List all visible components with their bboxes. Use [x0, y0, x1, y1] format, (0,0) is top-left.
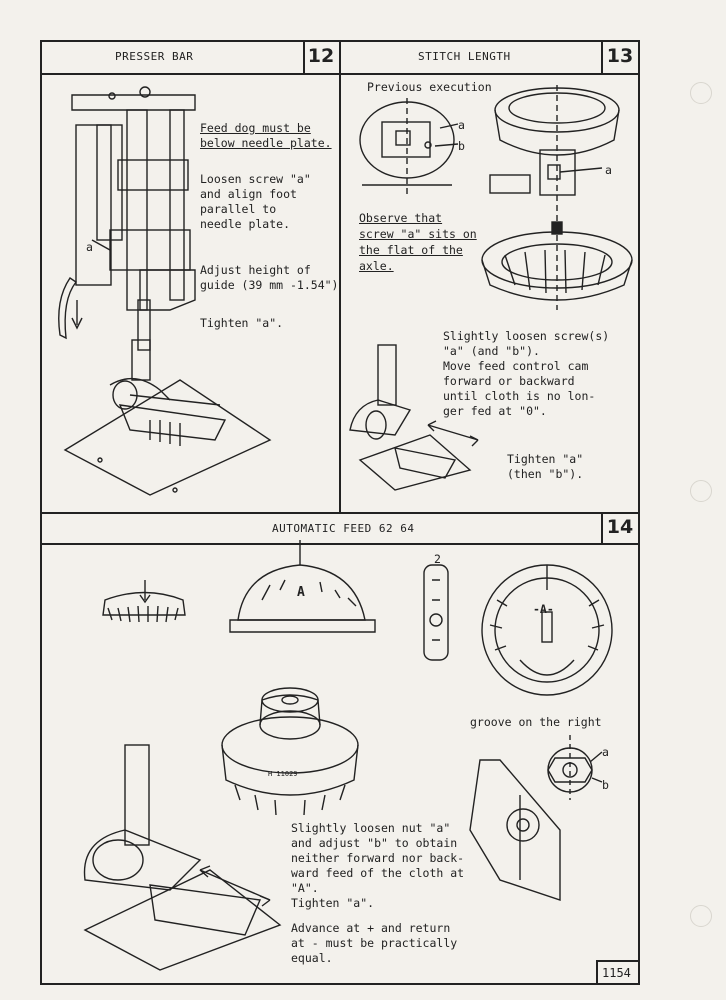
- s13-note-observe-1: Observe that: [359, 211, 443, 225]
- s12-note-adjust: Adjust height of guide (39 mm -1.54"): [200, 263, 339, 292]
- s13-label-b: b: [458, 139, 465, 153]
- s14-note-advance: Advance at + and return at - must be pra…: [291, 921, 458, 965]
- section-13-number: 13: [606, 45, 634, 67]
- section-13-title: STITCH LENGTH: [418, 50, 511, 63]
- num-box-13: [601, 40, 603, 74]
- hole-punch-mark: [690, 82, 712, 104]
- s13-label-a2: a: [605, 163, 612, 177]
- section-12-number: 12: [307, 45, 335, 67]
- s12-note-loosen: Loosen screw "a" and align foot parallel…: [200, 172, 311, 231]
- section-14-number: 14: [606, 516, 634, 538]
- s13-note-previous: Previous execution: [367, 80, 492, 94]
- s14-label-b: b: [602, 778, 609, 792]
- s13-note-tighten: Tighten "a" (then "b").: [507, 452, 584, 481]
- s14-knob-code: H 11029: [268, 770, 298, 778]
- feed-knob-3d-drawing: [221, 687, 359, 816]
- s12-note-tighten: Tighten "a".: [200, 316, 284, 330]
- presser-foot-drawing-13: [349, 344, 479, 491]
- s14-note-slightly: Slightly loosen nut "a" and adjust "b" t…: [291, 821, 465, 910]
- s14-dial-A: A: [297, 585, 305, 600]
- hole-punch-mark: [690, 905, 712, 927]
- hole-punch-mark: [690, 480, 712, 502]
- section-divider: [40, 512, 640, 514]
- s12-label-a: a: [86, 240, 93, 254]
- s14-note-groove: groove on the right: [470, 715, 602, 729]
- page-number-box-left: [596, 960, 598, 985]
- s13-note-observe-4: axle.: [359, 259, 394, 273]
- presser-foot-drawing-14: [83, 744, 282, 971]
- feed-cam-drawing-previous: [359, 98, 459, 195]
- num-box-14: [601, 513, 603, 544]
- feed-dial-drawing: [229, 540, 376, 633]
- s13-note-slightly: Slightly loosen screw(s) "a" (and "b"). …: [443, 329, 610, 418]
- s14-label-a: a: [602, 745, 609, 759]
- page-number: 1154: [602, 966, 631, 980]
- presser-bar-drawing: [58, 86, 272, 496]
- s12-note-feed-dog-2: below needle plate.: [200, 136, 332, 150]
- s13-note-observe-3: the flat of the: [359, 243, 463, 257]
- s14-label-2: 2: [434, 552, 441, 566]
- feed-knob-side-drawing: [423, 564, 449, 661]
- section-12-title: PRESSER BAR: [115, 50, 194, 63]
- feed-cam-drawing-ring: [481, 221, 633, 310]
- cam-nut-drawing: [469, 735, 603, 901]
- section-14-title: AUTOMATIC FEED 62 64: [272, 522, 415, 535]
- page-number-box-top: [596, 960, 640, 962]
- column-divider: [339, 40, 341, 514]
- s13-note-observe-2: screw "a" sits on: [359, 227, 477, 241]
- num-box-12: [303, 40, 305, 74]
- s12-note-feed-dog-1: Feed dog must be: [200, 121, 311, 135]
- s13-label-a: a: [458, 118, 465, 132]
- header-divider-bottom: [40, 543, 640, 545]
- feed-cam-drawing-top: [489, 85, 620, 225]
- feed-dial-segment-drawing: [102, 580, 186, 623]
- feed-knob-front-drawing: [481, 564, 613, 696]
